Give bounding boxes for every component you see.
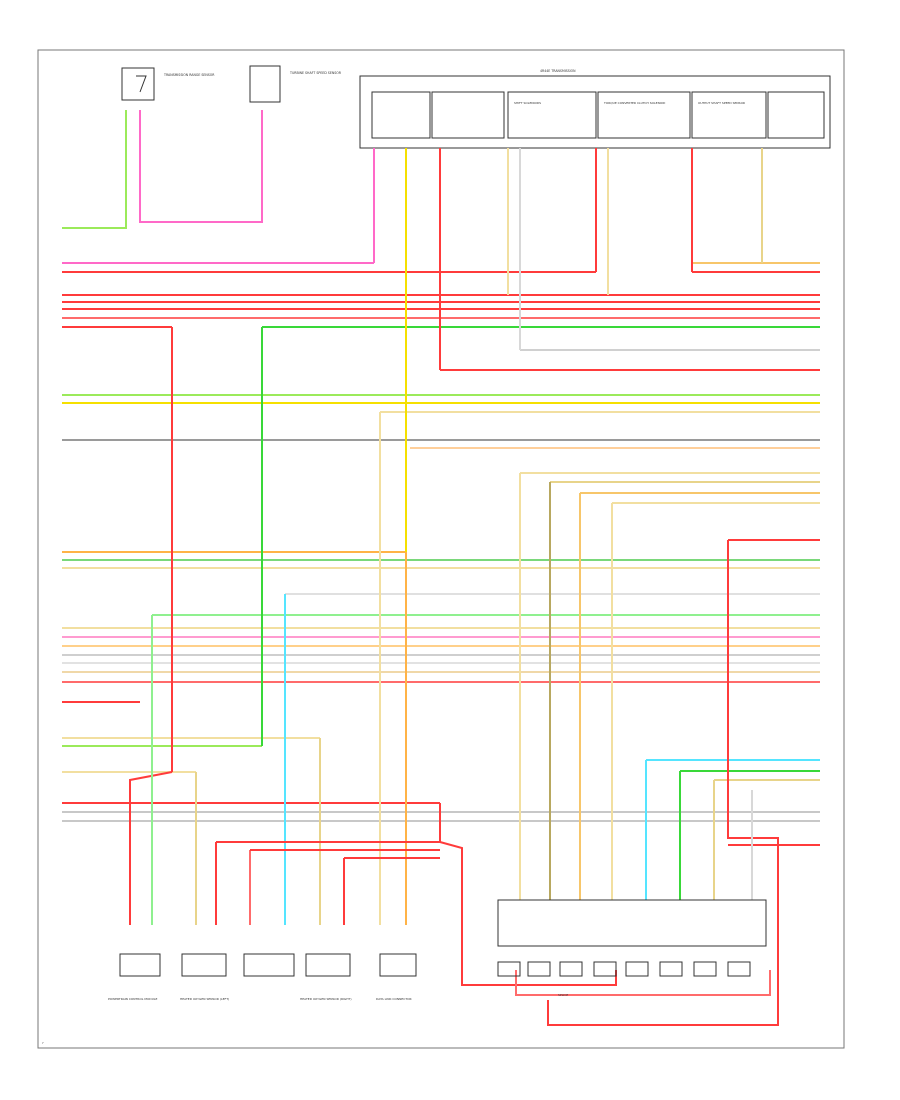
transmission-title: 4R44E TRANSMISSION	[540, 69, 576, 73]
oss-text: OUTPUT SHAFT SPEED SENSOR	[698, 101, 745, 105]
solenoid-box-1	[497, 961, 521, 977]
solenoid-box-8	[727, 961, 751, 977]
bottom-components: POWERTRAIN CONTROL MODULE HEATED OXYGEN …	[108, 899, 767, 1001]
tr-sensor-text: SHIFT SOLENOIDS	[514, 101, 541, 105]
diagram-frame	[37, 49, 845, 1049]
v-wire-pink-top	[139, 110, 263, 223]
solenoid-box-5	[625, 961, 649, 977]
solenoid-box-4	[593, 961, 617, 977]
v-wire-red-ground	[515, 970, 771, 996]
transmission-block: 4R44E TRANSMISSION SHIFT SOLENOIDS TORQU…	[359, 69, 831, 149]
splice-label: SPLICE	[558, 993, 568, 997]
solenoid-pack	[497, 899, 767, 947]
v-wire-green-top	[62, 110, 127, 229]
top-left-switch: TRANSMISSION RANGE SENSOR	[121, 67, 215, 101]
vertical-wires	[62, 110, 779, 1026]
switch-label: TRANSMISSION RANGE SENSOR	[163, 73, 215, 77]
solenoid-box-2	[527, 961, 551, 977]
solenoid-box-6	[659, 961, 683, 977]
o2-sensor-mid-box	[243, 953, 295, 977]
component-2-label: TURBINE SHAFT SPEED SENSOR	[289, 71, 342, 75]
v-wire-red-loop	[439, 841, 617, 986]
top-component-2: TURBINE SHAFT SPEED SENSOR	[249, 65, 342, 103]
sensor-box-5	[379, 953, 417, 977]
pcm-label: POWERTRAIN CONTROL MODULE	[108, 997, 158, 1001]
o2-sensor-left-box	[181, 953, 227, 977]
pcm-connector-1	[119, 953, 161, 977]
v-wire-red-left	[129, 771, 173, 925]
page-reference: ?	[42, 1041, 44, 1045]
o2-right-label: HEATED OXYGEN SENSOR (RIGHT)	[300, 997, 352, 1001]
v-wire-red-right	[547, 540, 779, 1026]
solenoid-box-3	[559, 961, 583, 977]
tcc-text: TORQUE CONVERTER CLUTCH SOLENOID	[603, 101, 666, 105]
dlc-label: DATA LINK CONNECTOR	[376, 997, 412, 1001]
o2-sensor-right-box	[305, 953, 351, 977]
solenoid-box-7	[693, 961, 717, 977]
o2-left-label: HEATED OXYGEN SENSOR (LEFT)	[180, 997, 229, 1001]
